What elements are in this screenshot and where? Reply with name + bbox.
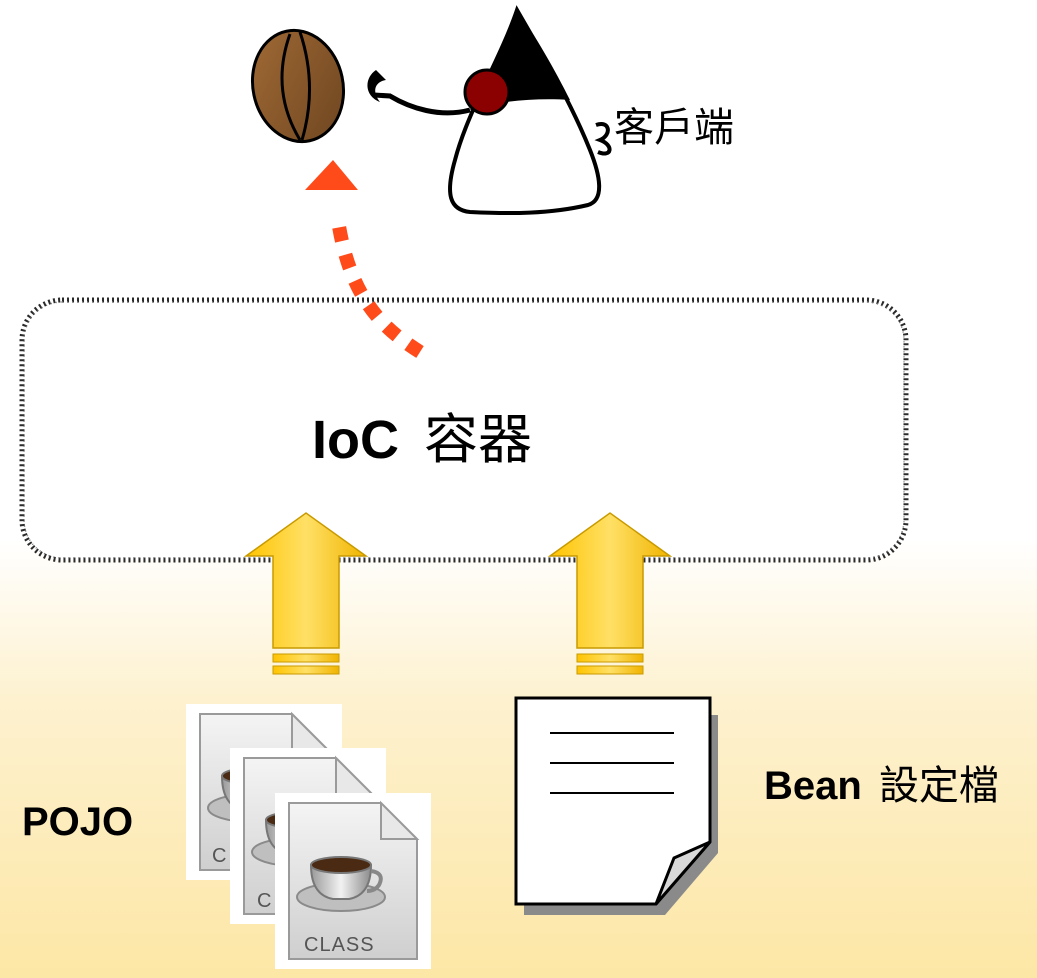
config-input-arrow bbox=[547, 512, 673, 675]
class-file-caption: CLASS bbox=[304, 934, 375, 956]
container-label: IoC 容器 bbox=[312, 408, 532, 472]
ioc-container-box bbox=[19, 297, 909, 563]
container-label-latin: IoC bbox=[312, 410, 399, 470]
container-label-cjk: 容器 bbox=[424, 408, 533, 471]
bean-config-label: Bean 設定檔 bbox=[764, 762, 999, 810]
class-file-stack bbox=[184, 702, 433, 971]
class-file-partial-caption: C bbox=[212, 845, 227, 867]
pojo-label: POJO bbox=[22, 800, 134, 844]
class-file-partial-caption: C bbox=[257, 890, 272, 912]
flow-arrow-to-client bbox=[305, 160, 424, 358]
bean-config-label-latin: Bean bbox=[764, 764, 862, 808]
pojo-input-arrow bbox=[243, 512, 369, 675]
coffee-bean-icon bbox=[250, 28, 346, 144]
bean-config-label-cjk: 設定檔 bbox=[878, 763, 999, 809]
duke-mascot-icon bbox=[367, 5, 612, 216]
document-icon bbox=[514, 696, 718, 915]
client-label: 客戶端 bbox=[614, 105, 734, 151]
